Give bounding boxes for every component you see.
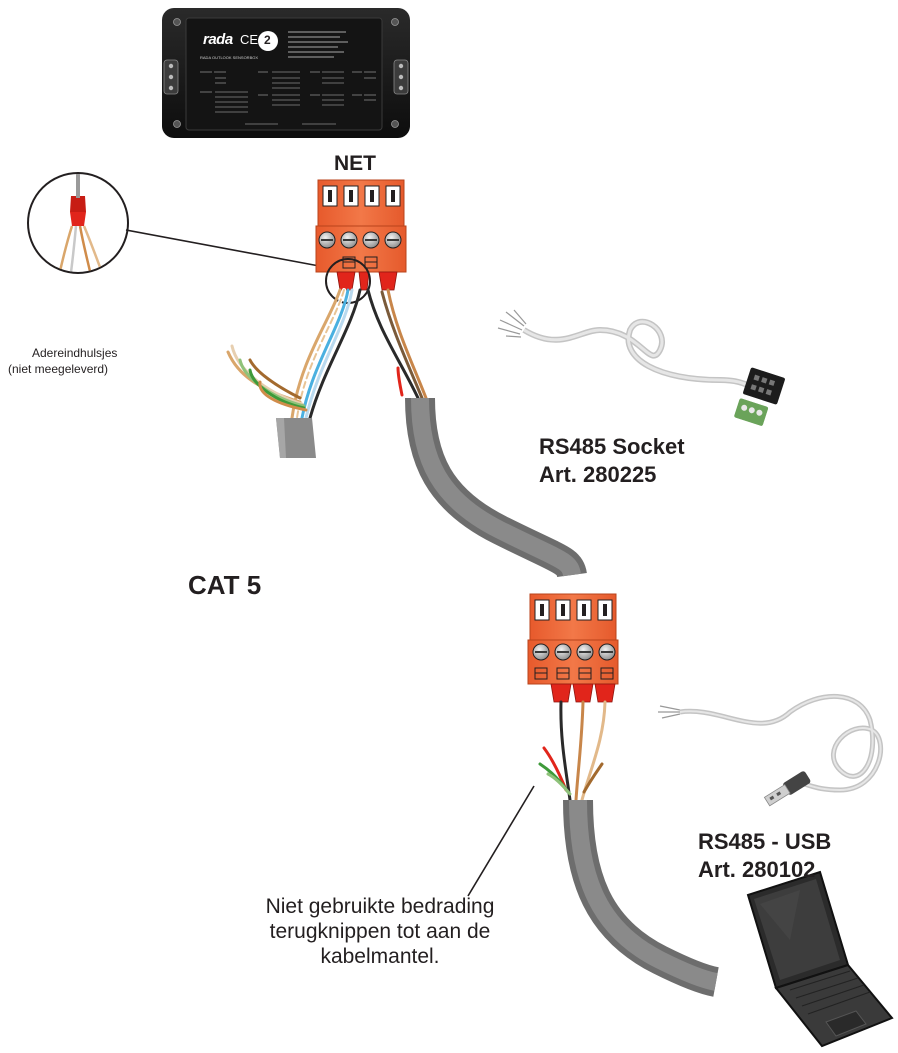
cat5-cable — [276, 418, 316, 458]
rs485-upper-wires — [366, 288, 428, 400]
note-line-1: Niet gebruikte bedrading — [265, 895, 495, 918]
cat5-label: CAT 5 — [188, 570, 262, 600]
cat5-wires — [226, 288, 362, 420]
laptop-icon — [746, 870, 894, 1048]
note-leader-line — [467, 785, 535, 897]
ferrule-label-line1: Adereindhulsjes — [32, 346, 118, 360]
sensorbox-device — [162, 8, 410, 138]
lower-cable — [563, 799, 720, 997]
rs485-usb-article: Art. 280102 — [698, 857, 816, 882]
lower-terminal-block — [527, 593, 619, 703]
rs485-socket-name: RS485 Socket — [539, 434, 685, 459]
sensorbox-brand: rada — [203, 31, 233, 48]
sensorbox-product-name: RADA OUTLOOK SENSORBOX — [200, 55, 259, 60]
rs485-socket-product — [497, 309, 785, 426]
ferrule-magnifier — [27, 172, 331, 274]
rs485-socket-article: Art. 280225 — [539, 462, 657, 487]
net-terminal-block — [315, 179, 407, 304]
note-line-3: kabelmantel. — [320, 945, 440, 968]
ferrule-label-line2: (niet meegeleverd) — [8, 362, 109, 376]
net-label: NET — [334, 152, 376, 175]
sensorbox-badge: 2 — [264, 33, 271, 47]
rs485-usb-product — [658, 693, 883, 807]
unused-wiring-note: Niet gebruikte bedrading terugknippen to… — [220, 894, 540, 969]
rs485-usb-name: RS485 - USB — [698, 829, 832, 854]
ce-mark: CE — [240, 32, 259, 47]
note-line-2: terugknippen tot aan de — [269, 920, 491, 943]
lower-wires — [538, 700, 607, 802]
rs485-cable — [405, 397, 587, 579]
